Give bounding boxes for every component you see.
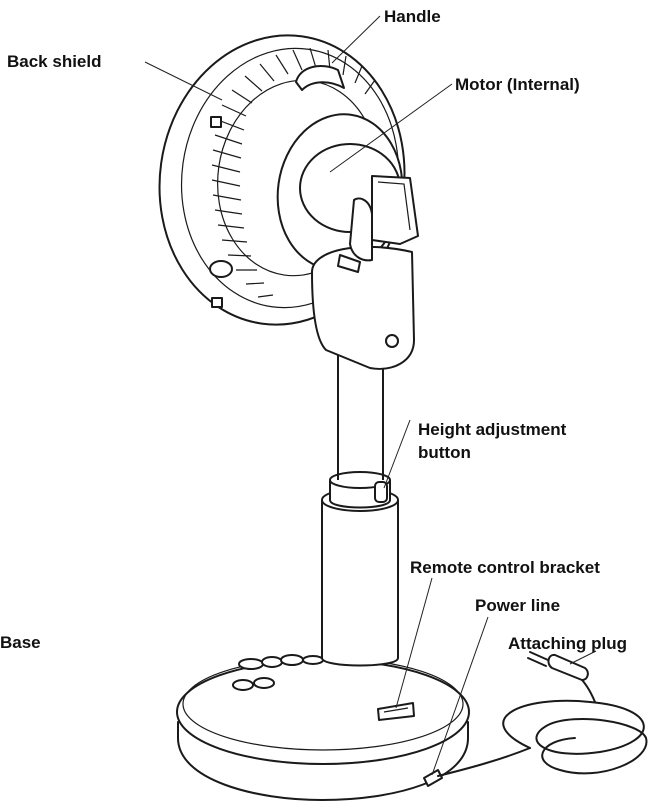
leader-power-line [431, 616, 489, 776]
leader-motor [329, 83, 453, 173]
label-power-line: Power line [475, 596, 561, 615]
label-motor: Motor (Internal) [455, 75, 580, 94]
cord-drawing [437, 651, 648, 777]
label-base: Base [0, 633, 41, 652]
leader-lines [144, 15, 597, 776]
label-height-adjustment-line2: button [418, 443, 471, 462]
leader-handle [331, 15, 381, 64]
leader-back-shield [144, 61, 223, 101]
label-height-adjustment: Height adjustment [418, 420, 567, 439]
leader-height-button [383, 419, 411, 489]
label-remote-bracket: Remote control bracket [410, 558, 600, 577]
pole-drawing [321, 355, 399, 667]
leader-attaching-plug [569, 650, 597, 665]
label-handle: Handle [384, 7, 441, 26]
label-back-shield: Back shield [7, 52, 102, 71]
motor-housing-drawing [276, 113, 419, 370]
base-drawing [176, 654, 470, 801]
label-attaching-plug: Attaching plug [508, 634, 627, 653]
leader-remote-bracket [395, 577, 433, 709]
